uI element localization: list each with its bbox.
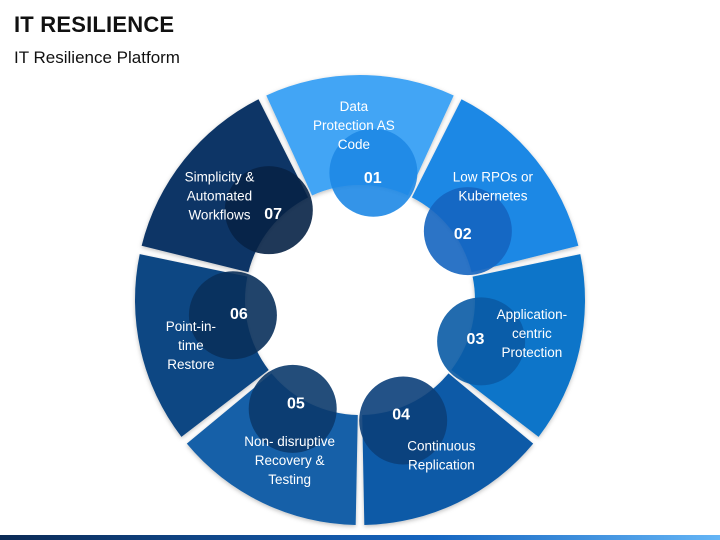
segment-label-line: Recovery & — [255, 453, 325, 468]
segment-label-line: Workflows — [188, 208, 250, 223]
number-circle-06 — [188, 271, 277, 360]
segment-number-03: 03 — [467, 331, 485, 348]
segment-label-line: Non- disruptive — [244, 434, 335, 449]
number-circle-04 — [359, 376, 448, 465]
number-circle-07 — [224, 166, 313, 255]
segment-label-line: Application- — [497, 307, 568, 322]
page-subtitle: IT Resilience Platform — [14, 48, 180, 67]
segment-label-line: time — [178, 338, 204, 353]
segment-number-04: 04 — [392, 406, 410, 423]
segment-label-line: Kubernetes — [458, 189, 527, 204]
segment-label-line: Replication — [408, 457, 475, 472]
segment-label-line: Restore — [167, 357, 214, 372]
segment-number-05: 05 — [287, 395, 305, 412]
number-circle-02 — [423, 187, 512, 276]
segment-number-02: 02 — [454, 226, 472, 243]
segment-label-line: Continuous — [407, 438, 476, 453]
segment-label-line: Data — [340, 99, 369, 114]
segment-label-line: Automated — [187, 189, 252, 204]
number-circle-01 — [329, 128, 418, 217]
number-circle-03 — [437, 297, 526, 386]
segment-label-line: Point-in- — [166, 319, 216, 334]
number-circle-05 — [248, 364, 337, 453]
segment-label-line: Testing — [268, 472, 311, 487]
segment-label-02: Low RPOs or Kubernetes — [453, 170, 534, 204]
segment-label-line: Low RPOs or — [453, 170, 534, 185]
segment-label-line: Simplicity & — [185, 170, 255, 185]
segment-number-07: 07 — [264, 206, 282, 223]
segment-label-line: centric — [512, 326, 552, 341]
segment-label-line: Protection — [501, 345, 562, 360]
segment-number-01: 01 — [364, 170, 382, 187]
segment-02: 02 Low RPOs or Kubernetes — [411, 99, 579, 276]
page-title: IT RESILIENCE — [14, 12, 175, 37]
segment-label-line: Protection AS — [313, 118, 395, 133]
segment-number-06: 06 — [230, 306, 248, 323]
footer-bar — [0, 535, 720, 540]
segment-label-line: Code — [338, 137, 370, 152]
